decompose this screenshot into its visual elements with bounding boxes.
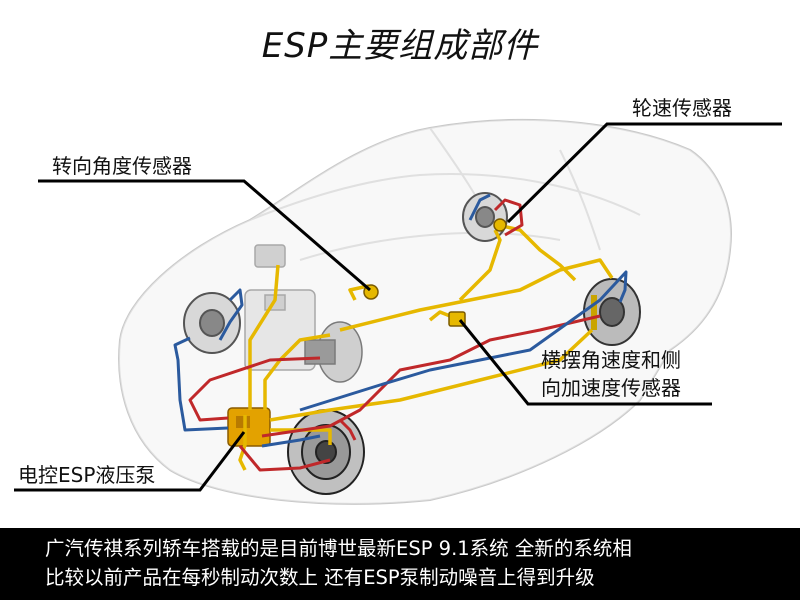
wheel-speed-sensor-part <box>493 218 507 232</box>
leader-wheel-speed <box>506 122 782 224</box>
label-steering-angle-sensor: 转向角度传感器 <box>52 154 192 178</box>
car-body-fill <box>119 119 731 504</box>
front-left-wheel <box>183 292 241 354</box>
leader-lines <box>14 122 782 492</box>
brake-booster <box>304 321 363 383</box>
esp-pump <box>227 407 271 447</box>
label-esp-pump: 电控ESP液压泵 <box>18 463 156 487</box>
brake-lines-yellow <box>238 223 614 471</box>
page-title: ESP主要组成部件 <box>261 26 539 66</box>
label-wheel-speed-sensor: 轮速传感器 <box>632 96 732 120</box>
rear-left-wheel <box>462 192 508 242</box>
caption-line-1: 广汽传祺系列轿车搭载的是目前博世最新ESP 9.1系统 全新的系统相 <box>45 537 632 560</box>
label-yaw-sensor-line1: 横摆角速度和侧 <box>541 348 681 372</box>
engine-block <box>244 244 316 371</box>
brake-lines-red <box>188 198 601 472</box>
car-illustration <box>14 118 782 505</box>
leader-steering-angle <box>38 179 371 292</box>
label-yaw-sensor-line2: 向加速度传感器 <box>541 376 681 400</box>
rear-right-wheel <box>583 278 641 346</box>
leader-esp-pump <box>14 431 246 492</box>
brake-lines-blue <box>173 193 628 448</box>
caption-line-2: 比较以前产品在每秒制动次数上 还有ESP泵制动噪音上得到升级 <box>45 566 595 589</box>
leader-yaw <box>458 319 712 406</box>
front-right-wheel <box>287 409 365 495</box>
caption-bar: 广汽传祺系列轿车搭载的是目前博世最新ESP 9.1系统 全新的系统相 比较以前产… <box>0 528 800 600</box>
